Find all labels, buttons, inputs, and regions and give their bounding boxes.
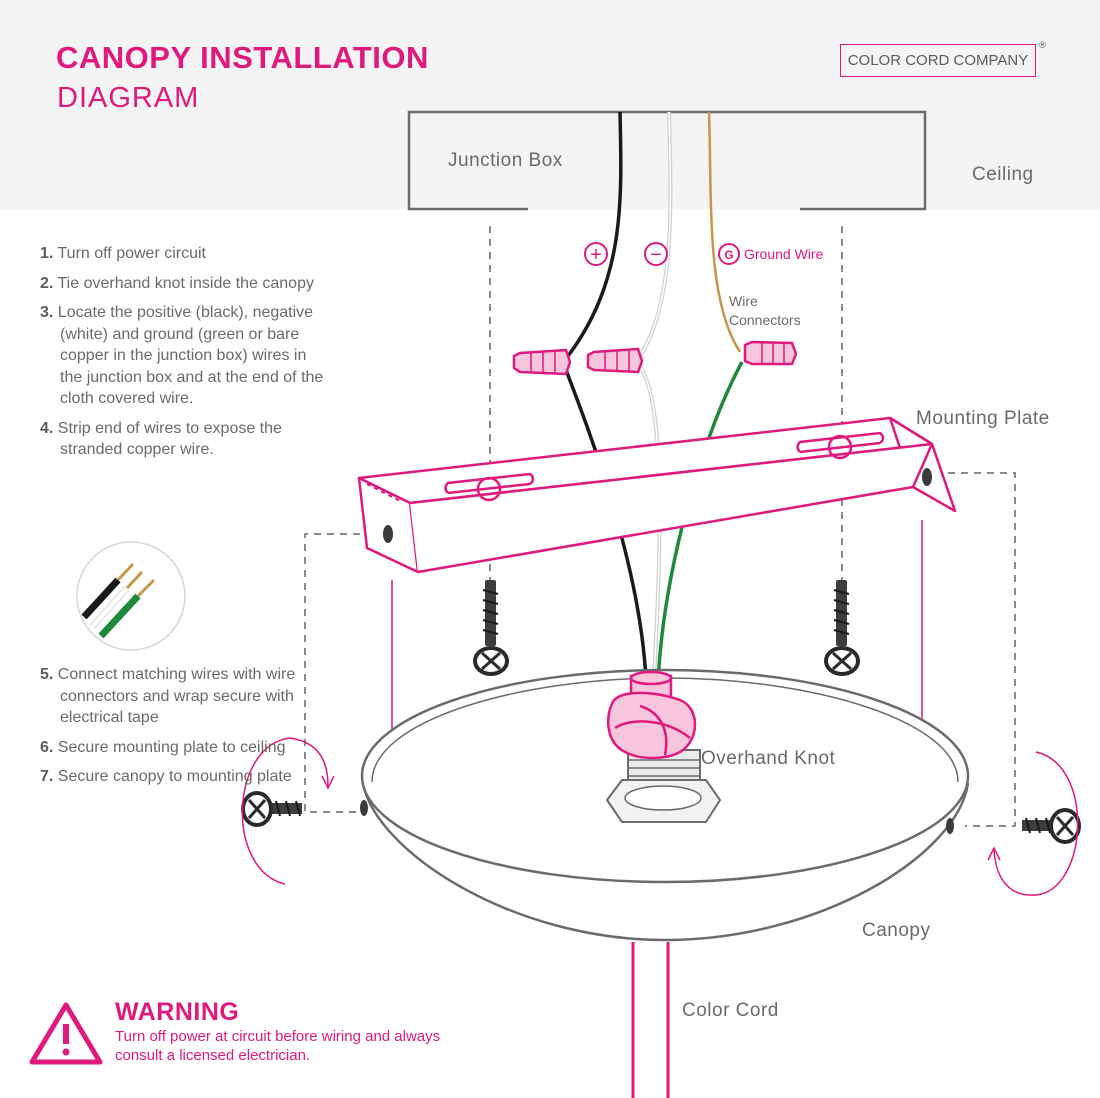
ceiling-screw-right [824, 580, 860, 676]
canopy-screw-left [241, 791, 302, 827]
ceiling-hot-wire [566, 111, 623, 358]
rotation-arrows [241, 737, 1079, 896]
ground-wire-label: Ground Wire [744, 246, 824, 262]
color-cord [631, 942, 670, 1098]
wire-connectors-label-line1: Wire [729, 293, 758, 309]
canopy-screw-right [1022, 808, 1081, 844]
overhand-knot-label: Overhand Knot [701, 748, 836, 769]
mounting-plate-label: Mounting Plate [916, 408, 1050, 429]
overhand-knot [606, 691, 697, 760]
step-1: 1. Turn off power circuit [40, 245, 206, 262]
wire-connectors-label-line2: Connectors [729, 312, 801, 328]
color-cord-label: Color Cord [682, 1000, 779, 1021]
plate-hole-left [383, 525, 393, 543]
negative-symbol: − [650, 244, 662, 266]
mounting-plate [357, 416, 957, 574]
ceiling-ground-wire [707, 111, 742, 353]
ceiling-screw-left [473, 580, 509, 676]
junction-box-outline [407, 110, 927, 211]
step-7: 7. Secure canopy to mounting plate [40, 768, 292, 785]
warning-text: Turn off power at circuit before wiring … [115, 1028, 441, 1064]
negative-symbol-icon [644, 242, 668, 266]
wire-connectors [512, 340, 798, 376]
step-6: 6. Secure mounting plate to ceiling [40, 738, 286, 756]
page-subtitle: DIAGRAM [57, 82, 200, 114]
instruction-steps-top: 1. Turn off power circuit 2. Tie overhan… [40, 243, 330, 469]
canopy-nipple [605, 749, 722, 823]
wire-connectors-label: Wire Connectors [729, 292, 801, 330]
warning-title: WARNING [115, 998, 240, 1026]
ceiling-label: Ceiling [972, 164, 1034, 185]
warning-icon [29, 1002, 103, 1065]
step-3: 3. Locate the positive (black), negative… [40, 304, 324, 407]
positive-symbol: + [590, 244, 602, 266]
brand-name: COLOR CORD COMPANY [847, 52, 1029, 69]
ground-symbol: G [724, 248, 733, 262]
step-4: 4. Strip end of wires to expose the stra… [40, 419, 282, 459]
positive-symbol-icon [584, 242, 608, 266]
page-title: CANOPY INSTALLATION [56, 40, 429, 75]
instruction-steps-bottom: 5. Connect matching wires with wire conn… [40, 664, 330, 796]
registered-mark: ® [1039, 40, 1046, 50]
step-5: 5. Connect matching wires with wire conn… [40, 666, 296, 726]
stripped-wires-illustration [76, 541, 186, 651]
junction-box-label: Junction Box [448, 150, 563, 171]
ground-symbol-icon [718, 243, 740, 265]
plate-hole-right [922, 468, 932, 486]
brand-logo: COLOR CORD COMPANY [840, 44, 1036, 77]
canopy-label: Canopy [862, 920, 931, 941]
step-2: 2. Tie overhand knot inside the canopy [40, 274, 314, 292]
screw-guide-lines [304, 226, 1016, 827]
mounting-plate-slots [444, 431, 885, 502]
